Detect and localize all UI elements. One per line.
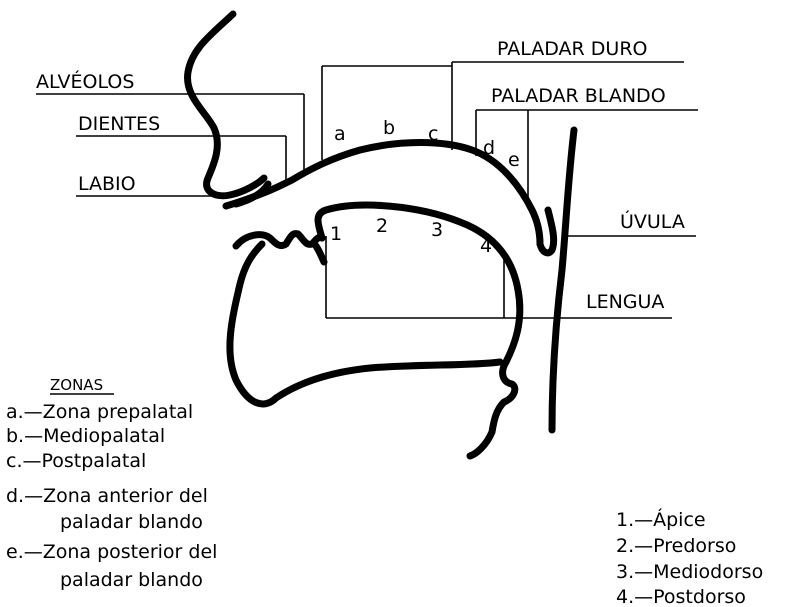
zonas-legend: ZONAS a.—Zona prepalatal b.—Mediopalatal… (6, 376, 217, 591)
palate-zone-c: c (428, 123, 438, 145)
label-paladar-duro: PALADAR DURO (497, 38, 648, 60)
upper-teeth-outline (232, 180, 272, 208)
tongue-zone-4: 4 (480, 235, 492, 257)
zonas-item-c: c.—Postpalatal (6, 450, 146, 472)
anatomy-outline (184, 10, 578, 460)
palate-zone-d: d (483, 137, 495, 159)
epiglottis-outline (466, 358, 519, 460)
jaw-outline (226, 240, 504, 408)
tongue-zone-2: 2 (376, 215, 388, 237)
palate-zone-b: b (383, 117, 395, 139)
tongue-zone-1: 1 (330, 223, 342, 245)
zonas-item-b: b.—Mediopalatal (6, 425, 165, 447)
tongue-zone-3: 3 (431, 219, 443, 241)
zonas-item-a: a.—Zona prepalatal (6, 401, 193, 423)
label-alveolos: ALVÉOLOS (36, 70, 134, 93)
zonas-item-e: e.—Zona posterior del (6, 541, 217, 563)
leader-lines (36, 61, 698, 319)
label-uvula: ÚVULA (620, 209, 685, 233)
tongue-legend-item-2: 2.—Predorso (616, 535, 736, 557)
tongue-outline (314, 201, 524, 366)
label-lengua: LENGUA (586, 291, 664, 313)
tongue-legend: 1.—Ápice 2.—Predorso 3.—Mediodorso 4.—Po… (616, 508, 763, 607)
tongue-legend-item-3: 3.—Mediodorso (616, 561, 763, 583)
zonas-item-e-cont: paladar blando (60, 569, 203, 591)
tongue-zone-numbers: 1 2 3 4 (330, 215, 492, 257)
uvula-outline (536, 206, 558, 257)
pharyngeal-wall (548, 126, 578, 434)
lower-lip-outline (232, 230, 326, 250)
tongue-legend-item-1: 1.—Ápice (616, 508, 706, 531)
palate-zone-e: e (508, 149, 520, 171)
tongue-tip-outline (312, 242, 328, 266)
tongue-legend-item-4: 4.—Postdorso (616, 586, 746, 607)
palate-zone-a: a (334, 123, 346, 145)
upper-lip-outline (184, 10, 268, 200)
zonas-item-d: d.—Zona anterior del (6, 485, 208, 507)
anatomy-labels: PALADAR DURO PALADAR BLANDO ALVÉOLOS DIE… (36, 38, 685, 313)
palate-zone-letters: a b c d e (334, 117, 520, 171)
label-labio: LABIO (78, 173, 136, 195)
label-paladar-blando: PALADAR BLANDO (491, 85, 666, 107)
label-dientes: DIENTES (78, 113, 160, 135)
zonas-title: ZONAS (50, 376, 103, 394)
zonas-item-d-cont: paladar blando (60, 511, 203, 533)
